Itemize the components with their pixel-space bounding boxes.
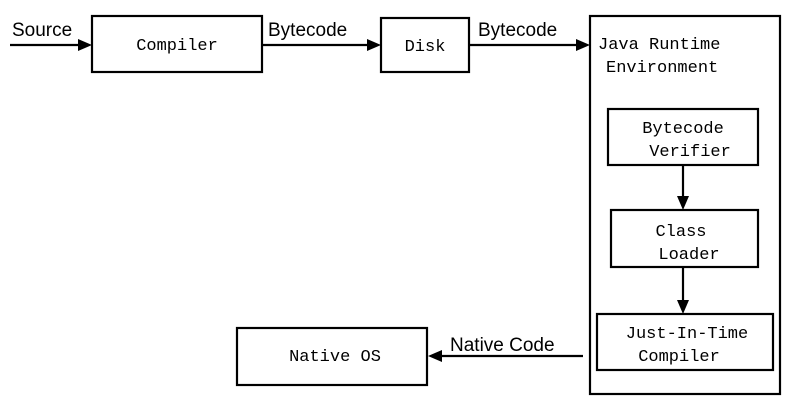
verifier-to-loader-arrow	[677, 165, 689, 210]
native-os-label: Native OS	[289, 348, 381, 367]
native-os-node: Native OS	[235, 326, 429, 387]
bytecode-edge-label-1: Bytecode	[268, 20, 347, 41]
disk-node: Disk	[379, 16, 471, 74]
compiler-node: Compiler	[90, 14, 264, 74]
jre-title-line-1: Java Runtime	[598, 36, 720, 55]
jre-to-native-os-arrow	[428, 350, 583, 362]
bytecode-edge-label-2: Bytecode	[478, 20, 557, 41]
compiler-label: Compiler	[136, 37, 218, 56]
source-edge-label: Source	[12, 20, 72, 41]
jit-compiler-node: Just-In-Time Compiler	[595, 312, 775, 372]
disk-label: Disk	[405, 38, 446, 57]
native-code-edge-label: Native Code	[450, 335, 555, 356]
jit-compiler-label-line-1: Just-In-Time	[626, 325, 748, 344]
bytecode-verifier-label-line-1: Bytecode	[642, 120, 724, 139]
compiler-to-disk-arrow	[262, 39, 381, 51]
jit-compiler-label-line-2: Compiler	[638, 348, 720, 367]
jre-title-line-2: Environment	[606, 59, 718, 78]
disk-to-jre-arrow	[469, 39, 590, 51]
bytecode-verifier-node: Bytecode Verifier	[606, 107, 760, 167]
loader-to-jit-arrow	[677, 267, 689, 314]
class-loader-node: Class Loader	[609, 208, 760, 269]
class-loader-label-line-2: Loader	[658, 246, 719, 265]
bytecode-verifier-label-line-2: Verifier	[649, 143, 731, 162]
class-loader-label-line-1: Class	[655, 223, 706, 242]
source-arrow	[10, 39, 92, 51]
